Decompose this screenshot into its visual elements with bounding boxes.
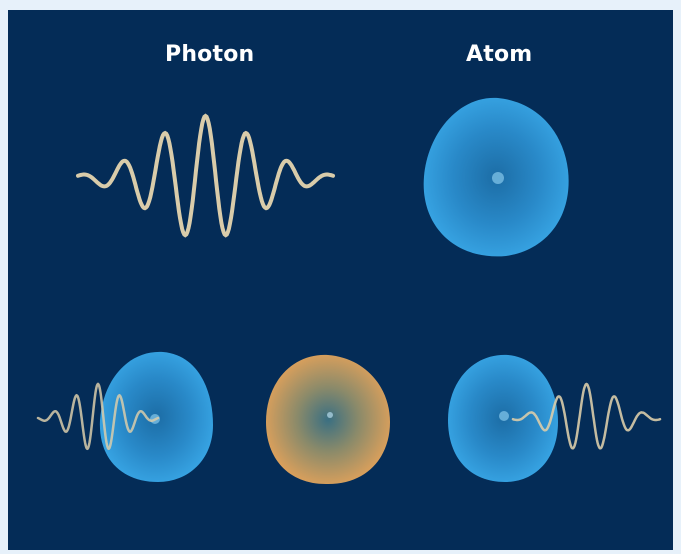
outgoing-photon-wave [511,382,662,450]
diagram-panel: Photon Atom [8,10,673,550]
atom-ground-state [423,97,569,257]
atom-excited-state [266,354,390,485]
atom-nucleus [499,411,509,421]
photon-wave [76,113,335,238]
diagram-art [36,97,662,485]
stage-emission [448,354,662,482]
atom-label: Atom [466,42,533,67]
stage-absorption [36,351,213,482]
atom-nucleus [492,172,504,184]
photon-label: Photon [165,42,255,67]
atom-nucleus [327,412,333,418]
incoming-photon-wave [36,382,160,451]
